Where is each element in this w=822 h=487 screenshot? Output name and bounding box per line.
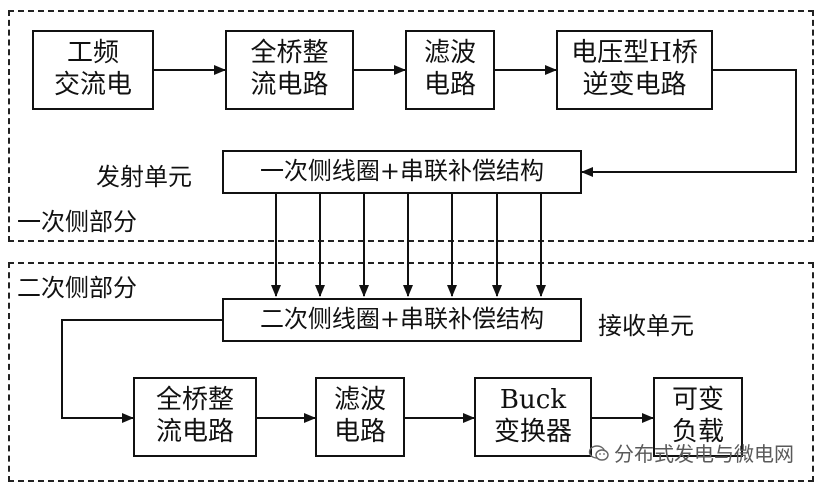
filter-block-2: 滤波 电路 xyxy=(315,377,405,457)
watermark: 分布式发电与微电网 xyxy=(588,438,794,467)
watermark-text: 分布式发电与微电网 xyxy=(614,442,794,466)
primary-coil-block: 一次侧线圈+串联补偿结构 xyxy=(222,150,582,194)
wechat-icon xyxy=(588,444,609,461)
rectifier-block-2: 全桥整 流电路 xyxy=(133,377,257,457)
secondary-side-label: 二次侧部分 xyxy=(17,274,137,302)
receive-unit-label: 接收单元 xyxy=(598,312,694,340)
variable-load-block: 可变 负载 xyxy=(653,377,743,457)
transmit-unit-label: 发射单元 xyxy=(96,163,192,191)
secondary-coil-block: 二次侧线圈+串联补偿结构 xyxy=(222,298,582,342)
rectifier-block: 全桥整 流电路 xyxy=(225,30,354,110)
inverter-block: 电压型H桥 逆变电路 xyxy=(556,30,713,110)
primary-side-label: 一次侧部分 xyxy=(17,208,137,236)
ac-power-block: 工频 交流电 xyxy=(32,30,154,110)
arrow-secondary-coil-to-rectifier xyxy=(61,319,222,423)
arrow-inverter-to-primary-coil xyxy=(581,69,797,177)
filter-block: 滤波 电路 xyxy=(405,30,495,110)
secondary-side-region xyxy=(8,262,814,482)
buck-converter-block: Buck 变换器 xyxy=(474,377,592,457)
primary-side-region xyxy=(8,10,814,242)
